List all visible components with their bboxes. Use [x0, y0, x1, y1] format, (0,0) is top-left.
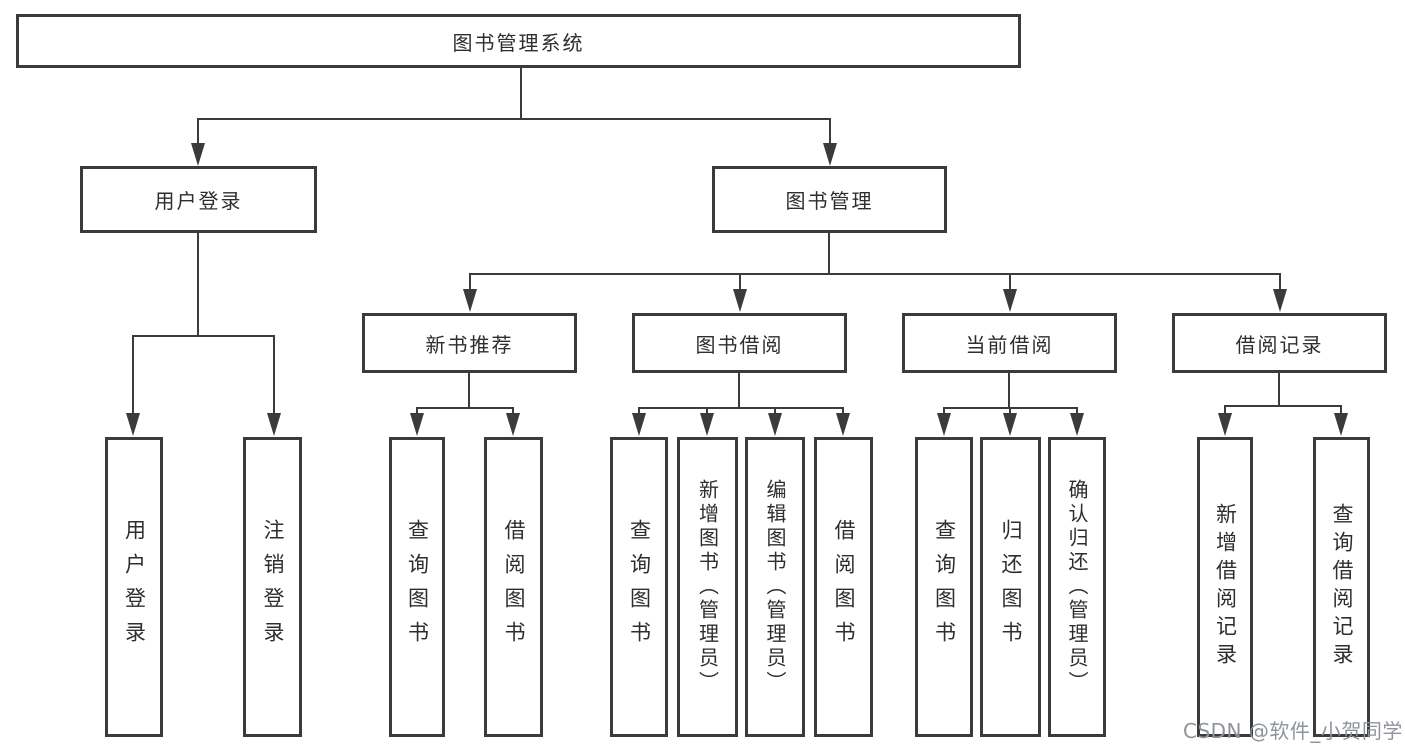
connector-drop-book-borrow: [739, 275, 741, 291]
node-leaf-label: 查询借阅记录: [1330, 503, 1354, 671]
node-leaf-confirm-return-admin: 确认归还（管理员）: [1048, 437, 1106, 737]
connector-drop: [1224, 405, 1226, 415]
node-leaf-label: 借阅图书: [832, 519, 856, 655]
node-leaf-logout: 注销登录: [243, 437, 302, 737]
connector-newbooks-branch: [416, 407, 514, 409]
node-leaf-add-borrow-record: 新增借阅记录: [1197, 437, 1253, 737]
connector-root-stem: [520, 68, 522, 118]
node-leaf-label: 归还图书: [999, 519, 1023, 655]
connector-drop-current-borrow: [1009, 275, 1011, 291]
node-current-borrow-label: 当前借阅: [965, 332, 1054, 357]
node-book-borrow-label: 图书借阅: [695, 332, 784, 357]
node-borrow-records-label: 借阅记录: [1235, 332, 1324, 357]
connector-drop: [1340, 405, 1342, 415]
arrow-down-icon: [700, 413, 714, 436]
connector-currentborrow-stem: [1008, 373, 1010, 407]
node-leaf-label: 编辑图书（管理员）: [763, 479, 787, 695]
connector-records-stem: [1278, 373, 1280, 405]
arrow-down-icon: [1334, 413, 1348, 436]
node-leaf-query-books-borrow: 查询图书: [610, 437, 668, 737]
connector-records-branch: [1224, 405, 1342, 407]
connector-bookborrow-stem: [738, 373, 740, 407]
node-leaf-label: 查询图书: [932, 519, 957, 655]
connector-drop-logout-leaf: [273, 337, 275, 415]
arrow-down-icon: [126, 413, 140, 436]
arrow-down-icon: [1003, 289, 1017, 312]
connector-drop: [638, 407, 640, 415]
node-root: 图书管理系统: [16, 14, 1021, 68]
node-leaf-user-login: 用户登录: [105, 437, 163, 737]
arrow-down-icon: [463, 289, 477, 312]
connector-drop-book-mgmt: [829, 120, 831, 146]
node-leaf-query-borrow-record: 查询借阅记录: [1313, 437, 1370, 737]
node-leaf-borrow-books-newbooks: 借阅图书: [484, 437, 543, 737]
node-book-borrow: 图书借阅: [632, 313, 847, 373]
node-leaf-query-books-newbooks: 查询图书: [389, 437, 445, 737]
node-current-borrow: 当前借阅: [902, 313, 1117, 373]
node-book-management: 图书管理: [712, 166, 947, 233]
arrow-down-icon: [632, 413, 646, 436]
node-leaf-user-login-label: 用户登录: [122, 519, 147, 655]
node-new-book-recommend-label: 新书推荐: [425, 332, 514, 357]
node-leaf-label: 查询图书: [627, 519, 652, 655]
node-book-management-label: 图书管理: [785, 189, 874, 213]
node-leaf-return-book: 归还图书: [980, 437, 1041, 737]
arrow-down-icon: [937, 413, 951, 436]
watermark: CSDN @软件_小贺同学: [1183, 719, 1403, 743]
connector-drop: [1009, 407, 1011, 415]
node-leaf-label: 确认归还（管理员）: [1065, 479, 1089, 695]
connector-drop: [512, 407, 514, 415]
connector-drop: [1076, 407, 1078, 415]
connector-drop: [842, 407, 844, 415]
arrow-down-icon: [1070, 413, 1084, 436]
node-new-book-recommend: 新书推荐: [362, 313, 577, 373]
node-leaf-label: 借阅图书: [502, 519, 526, 655]
connector-drop-user-login: [197, 120, 199, 146]
connector-drop: [416, 407, 418, 415]
node-leaf-label: 查询图书: [405, 519, 430, 655]
connector-drop: [706, 407, 708, 415]
node-leaf-query-books-current: 查询图书: [915, 437, 973, 737]
node-leaf-edit-book-admin: 编辑图书（管理员）: [745, 437, 805, 737]
connector-bookmgmt-stem: [828, 233, 830, 273]
node-leaf-logout-label: 注销登录: [261, 519, 285, 655]
arrow-down-icon: [768, 413, 782, 436]
arrow-down-icon: [823, 143, 837, 166]
arrow-down-icon: [733, 289, 747, 312]
arrow-down-icon: [1218, 413, 1232, 436]
connector-root-branch: [197, 118, 831, 120]
arrow-down-icon: [410, 413, 424, 436]
arrow-down-icon: [1273, 289, 1287, 312]
node-borrow-records: 借阅记录: [1172, 313, 1387, 373]
arrow-down-icon: [267, 413, 281, 436]
node-leaf-label: 新增借阅记录: [1213, 503, 1238, 671]
connector-bookmgmt-branch: [469, 273, 1281, 275]
connector-newbooks-stem: [468, 373, 470, 407]
arrow-down-icon: [191, 143, 205, 166]
arrow-down-icon: [506, 413, 520, 436]
connector-drop: [774, 407, 776, 415]
connector-drop: [943, 407, 945, 415]
connector-userlogin-stem: [197, 233, 199, 335]
node-leaf-add-book-admin: 新增图书（管理员）: [677, 437, 738, 737]
arrow-down-icon: [1003, 413, 1017, 436]
connector-drop-new-books: [469, 275, 471, 291]
node-leaf-borrow-books-borrow: 借阅图书: [814, 437, 873, 737]
node-user-login: 用户登录: [80, 166, 317, 233]
connector-drop-login-leaf: [132, 337, 134, 415]
connector-userlogin-branch: [132, 335, 275, 337]
arrow-down-icon: [836, 413, 850, 436]
connector-drop-borrow-records: [1279, 275, 1281, 291]
node-user-login-label: 用户登录: [154, 189, 243, 213]
connector-bookborrow-branch: [638, 407, 844, 409]
node-leaf-label: 新增图书（管理员）: [695, 479, 720, 695]
node-root-label: 图书管理系统: [452, 30, 585, 55]
